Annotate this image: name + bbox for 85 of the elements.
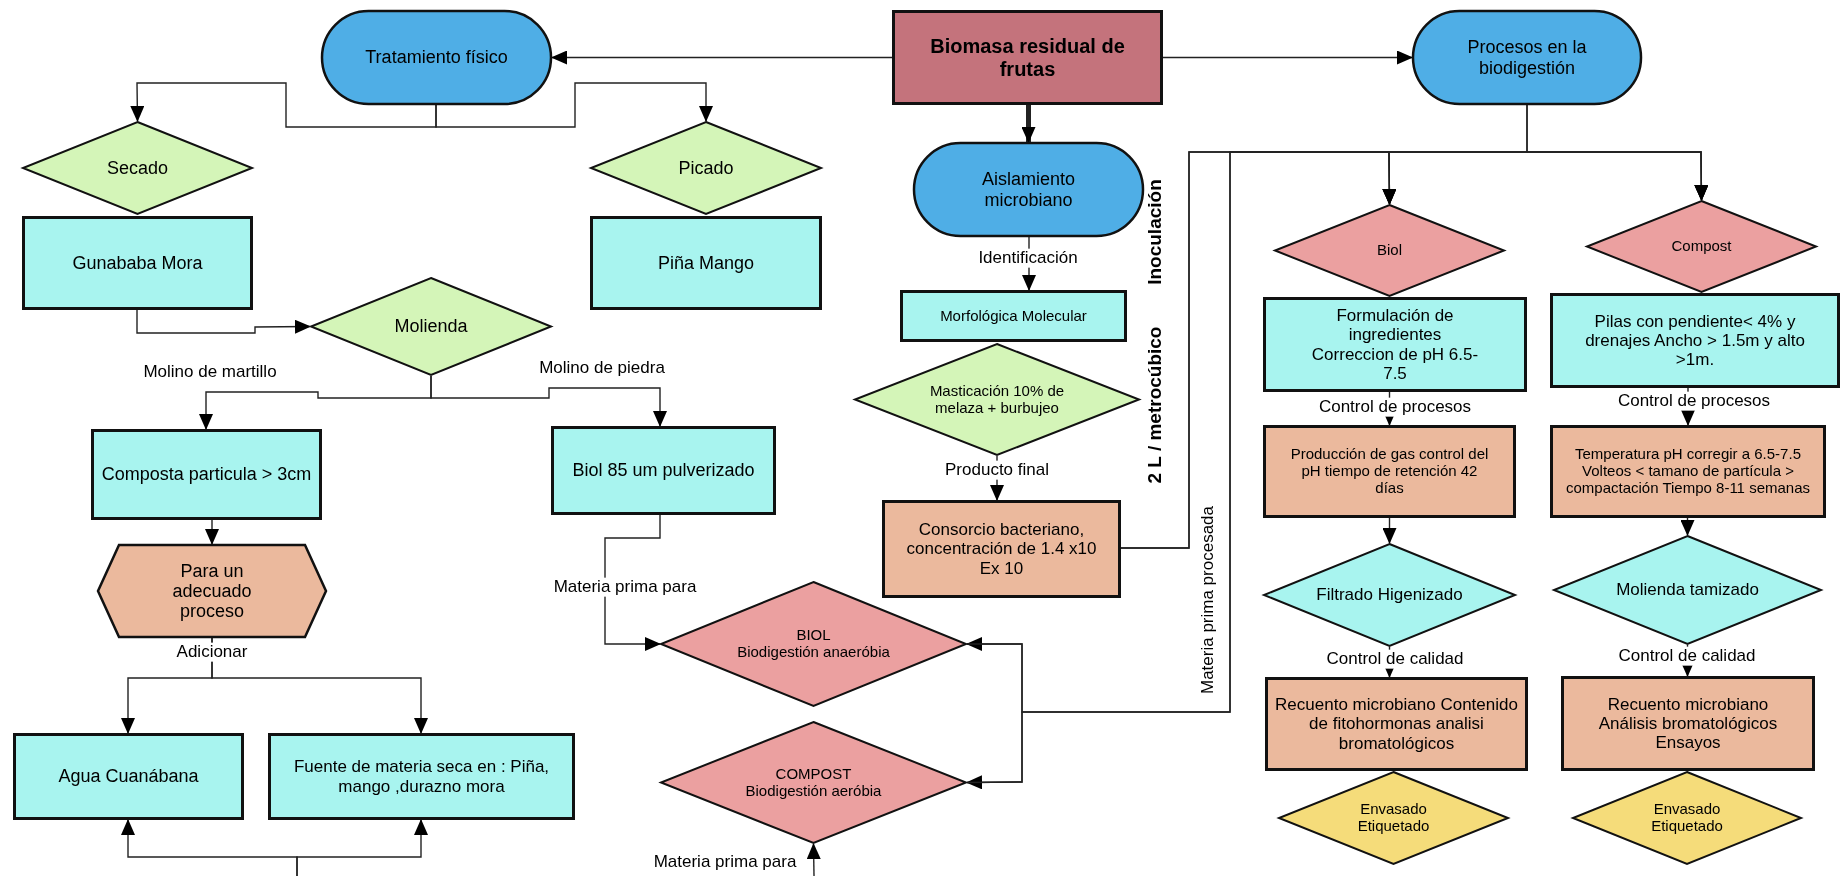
arrow xyxy=(1382,517,1397,544)
arrow xyxy=(1680,517,1695,536)
edge-label: Inoculación xyxy=(1144,178,1166,287)
process-box xyxy=(1550,293,1840,388)
node-label: COMPOST xyxy=(775,765,852,783)
decision-diamond xyxy=(590,121,822,215)
process-box xyxy=(268,733,575,820)
node-label: Biol 85 um pulverizado xyxy=(572,460,755,481)
node-label: Envasado Etiquetado xyxy=(1356,801,1431,835)
decision-diamond xyxy=(1572,771,1802,865)
node-label: Producción de gas control del pH tiempo de retención 42 días xyxy=(1289,446,1490,497)
process-box xyxy=(1263,297,1527,392)
arrow xyxy=(551,50,893,65)
arrow xyxy=(205,519,219,545)
node-label: Recuento microbiano Contenido de fitohormonas analisi bromatológicos xyxy=(1274,695,1519,753)
node-label: Agua Cuanábana xyxy=(58,766,199,787)
node-label: BIOL xyxy=(796,627,831,644)
node-label: Biodigestión aeróbia xyxy=(745,782,882,800)
node-label: Pilas con pendiente< 4% y drenajes Ancho > 1.5m y alto >1m. xyxy=(1584,311,1806,370)
edge-label: Control de procesos xyxy=(1316,397,1474,417)
edge-label: Producto final xyxy=(943,460,1051,480)
edge-label: 2 L / metrocúbico xyxy=(1144,325,1166,486)
node-label: Biol xyxy=(1377,242,1402,259)
node-label: Molienda tamizado xyxy=(1616,580,1759,600)
decision-diamond xyxy=(660,581,967,707)
arrow xyxy=(130,82,437,128)
decision-diamond xyxy=(660,721,967,844)
process-box xyxy=(1265,677,1528,771)
node-label: Compost xyxy=(1671,238,1732,255)
arrow xyxy=(296,819,428,876)
arrow xyxy=(1162,50,1413,65)
node-label: Filtrado Higenizado xyxy=(1316,585,1463,605)
node-label: Temperatura pH corregir a 6.5-7.5 Volteos < tamano de partícula > compactación Tiempo 8-11 semanas xyxy=(1565,446,1811,497)
process-box xyxy=(1550,425,1826,518)
decision-diamond xyxy=(1586,200,1817,293)
arrow xyxy=(1526,104,1709,201)
process-box xyxy=(91,429,322,520)
node-label: Biodigestión anaeróbia xyxy=(737,644,890,661)
node-label: Fuente de materia seca en : Piña, mango ,durazno mora xyxy=(292,757,551,796)
edge-label: Materia prima procesada xyxy=(1198,505,1218,696)
edge-label: Control de calidad xyxy=(1616,646,1758,666)
arrow xyxy=(1021,105,1036,143)
process-box xyxy=(1263,425,1516,518)
arrow xyxy=(604,514,661,651)
process-box xyxy=(13,733,244,820)
decision-diamond xyxy=(1553,535,1822,645)
node-label: Morfológica Molecular xyxy=(940,307,1087,325)
process-box xyxy=(22,216,253,310)
process-box xyxy=(1561,676,1815,771)
node-label: Composta particula > 3cm xyxy=(101,464,312,485)
edge-label: Control de procesos xyxy=(1615,391,1773,411)
process-box xyxy=(882,500,1121,598)
node-label: Para un adecuado proceso xyxy=(171,560,253,622)
node-label: Tratamiento físico xyxy=(365,47,508,68)
decision-diamond xyxy=(22,121,253,215)
node-label: Envasado Etiquetado xyxy=(1650,801,1724,835)
decision-diamond xyxy=(854,343,1140,456)
process-box xyxy=(900,290,1127,342)
decision-diamond xyxy=(1263,543,1516,647)
node-label: Masticación 10% de melaza + burbujeo xyxy=(928,382,1066,417)
edge-label: Adicionar xyxy=(174,642,250,662)
decision-diamond xyxy=(1274,204,1505,297)
edge-label: Control de calidad xyxy=(1324,649,1466,669)
node-label: Molienda xyxy=(394,316,468,337)
arrow xyxy=(806,843,821,876)
arrow xyxy=(435,82,713,128)
node-label: Recuento microbiano Análisis bromatológicos Ensayos xyxy=(1597,694,1779,753)
arrow xyxy=(430,375,667,427)
node-label: Piña Mango xyxy=(657,252,755,274)
arrow xyxy=(136,309,311,334)
decision-diamond xyxy=(1278,771,1509,865)
arrow xyxy=(211,637,428,734)
node-label: Biomasa residual de frutas xyxy=(929,35,1126,80)
process-box xyxy=(590,216,822,310)
node-label: Gunababa Mora xyxy=(72,252,203,274)
preparation-hexagon xyxy=(97,544,327,638)
node-label: Consorcio bacteriano, concentración de 1.4 x10 Ex 10 xyxy=(905,520,1098,578)
node-label: Procesos en la biodigestión xyxy=(1466,37,1588,78)
edge-label: Molino de piedra xyxy=(537,358,667,378)
node-label: Secado xyxy=(106,157,169,179)
node-label: Aislamiento microbiano xyxy=(980,169,1076,210)
node-label: Formulación de ingredientes Correccion de pH 6.5-7.5 xyxy=(1310,306,1480,383)
process-box xyxy=(551,426,776,515)
node-label: Picado xyxy=(678,157,734,179)
process-box xyxy=(892,10,1163,105)
